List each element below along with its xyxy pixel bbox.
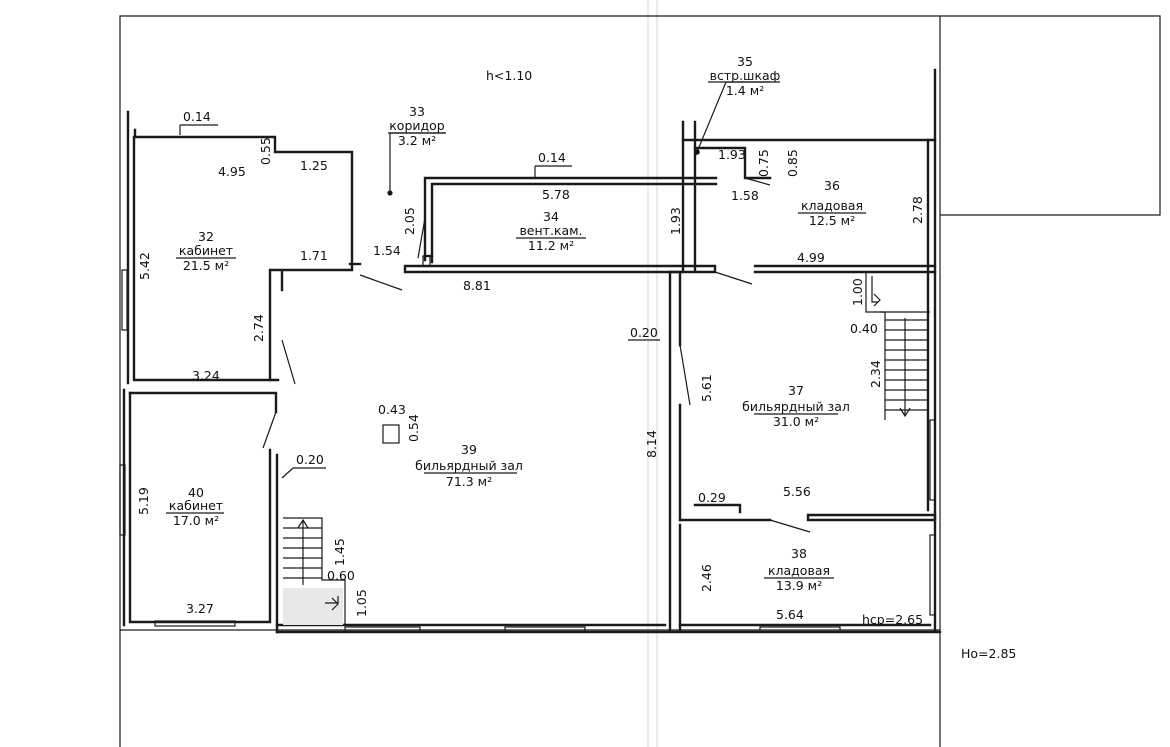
room-number: 38 [791, 546, 807, 561]
room-area: 13.9 м² [776, 578, 822, 593]
dimension-label: 0.14 [183, 109, 211, 124]
room-number: 34 [543, 209, 559, 224]
dimension-label: 0.85 [785, 149, 800, 177]
room-number: 36 [824, 178, 840, 193]
dimension-label: 2.78 [910, 196, 925, 224]
room-32-label: 32 кабинет 21.5 м² [179, 229, 233, 273]
room-area: 1.4 м² [726, 83, 764, 98]
dimension-label: 0.55 [258, 137, 273, 165]
stairs-right [865, 272, 930, 420]
room-number: 40 [188, 485, 204, 500]
dimension-label: 3.27 [186, 601, 214, 616]
room-36-label: 36 кладовая 12.5 м² [801, 178, 863, 228]
ceiling-note: h<1.10 [486, 68, 532, 83]
dimension-label: 0.43 [378, 402, 406, 417]
dimension-label: 1.45 [332, 538, 347, 566]
dimension-label: 1.71 [300, 248, 328, 263]
room-area: 21.5 м² [183, 258, 229, 273]
dimension-label: 0.20 [630, 325, 658, 340]
dimension-label: 2.74 [251, 314, 266, 342]
dimension-label: 1.93 [718, 147, 746, 162]
dimension-label: 2.46 [699, 564, 714, 592]
room-area: 12.5 м² [809, 213, 855, 228]
doors [262, 177, 811, 533]
dimension-label: 5.61 [699, 374, 714, 402]
room-height: hcp=2.65 [862, 612, 923, 627]
room-40-label: 40 кабинет 17.0 м² [169, 485, 223, 528]
dimension-label: 5.19 [136, 487, 151, 515]
dimension-label: 5.42 [137, 252, 152, 280]
dimension-label: 0.54 [406, 414, 421, 442]
room-number: 33 [409, 104, 425, 119]
dimension-label: 1.25 [300, 158, 328, 173]
room-name: коридор [389, 118, 445, 133]
room-area: 11.2 м² [528, 238, 574, 253]
dimension-label: 5.64 [776, 607, 804, 622]
dimension-label: 4.95 [218, 164, 246, 179]
room-name: кладовая [801, 198, 863, 213]
room-33-label: 33 коридор 3.2 м² [389, 104, 445, 148]
room-underlines [166, 81, 866, 579]
vertical-dimensions: 0.55 5.42 2.05 1.93 0.75 0.85 2.78 1.00 … [136, 137, 925, 617]
dimension-label: 1.93 [668, 207, 683, 235]
walls [122, 68, 942, 634]
room-number: 32 [198, 229, 214, 244]
dimension-label: 2.05 [402, 207, 417, 235]
dimension-label: 2.34 [868, 360, 883, 388]
dimension-label: 1.05 [354, 589, 369, 617]
dimension-label: 8.14 [644, 430, 659, 458]
room-number: 39 [461, 442, 477, 457]
dimension-label: 1.00 [850, 278, 865, 306]
dimension-label: 0.20 [296, 452, 324, 467]
room-name: кабинет [179, 243, 233, 258]
dimension-label: 0.75 [756, 149, 771, 177]
dimensions: 0.14 4.95 1.25 1.71 1.54 0.14 5.78 1.93 … [183, 109, 878, 622]
dimension-label: 5.78 [542, 187, 570, 202]
room-35-label: 35 встр.шкаф 1.4 м² [710, 54, 781, 98]
room-38-label: 38 кладовая 13.9 м² [768, 546, 830, 593]
room-name: вент.кам. [519, 223, 582, 238]
dimension-label: 0.60 [327, 568, 355, 583]
room-name: кладовая [768, 563, 830, 578]
dimension-label: 1.54 [373, 243, 401, 258]
dimension-label: 4.99 [797, 250, 825, 265]
room-area: 31.0 м² [773, 414, 819, 429]
dimension-label: 0.14 [538, 150, 566, 165]
dimension-label: 3.24 [192, 368, 220, 383]
dimension-label: 0.40 [850, 321, 878, 336]
room-34-label: 34 вент.кам. 11.2 м² [519, 209, 582, 253]
dimension-label: 1.58 [731, 188, 759, 203]
room-number: 37 [788, 383, 804, 398]
room-name: кабинет [169, 498, 223, 513]
room-area: 17.0 м² [173, 513, 219, 528]
outer-boundary [119, 15, 1161, 747]
floor-height: Ho=2.85 [961, 646, 1016, 661]
room-37-label: 37 бильярдный зал 31.0 м² [742, 383, 850, 429]
room-area: 71.3 м² [446, 474, 492, 489]
room-number: 35 [737, 54, 753, 69]
dimension-label: 0.29 [698, 490, 726, 505]
stairs-left [283, 517, 346, 625]
room-name: бильярдный зал [742, 399, 850, 414]
room-39-label: 39 бильярдный зал 71.3 м² [415, 442, 523, 489]
room-name: встр.шкаф [710, 68, 781, 83]
dimension-label: 5.56 [783, 484, 811, 499]
dimension-label: 8.81 [463, 278, 491, 293]
room-name: бильярдный зал [415, 458, 523, 473]
room-area: 3.2 м² [398, 133, 436, 148]
windows [119, 269, 936, 633]
